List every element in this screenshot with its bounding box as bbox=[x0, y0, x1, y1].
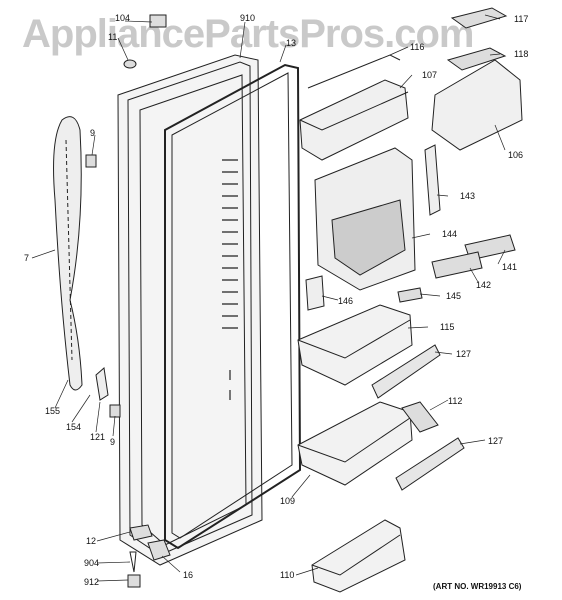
art-number: (ART NO. WR19913 C6) bbox=[433, 582, 522, 591]
callout: 118 bbox=[514, 49, 529, 59]
dispenser-144 bbox=[314, 147, 416, 291]
callout: 121 bbox=[90, 432, 106, 442]
leader-lines bbox=[31, 14, 506, 582]
callout: 11 bbox=[108, 32, 118, 42]
door-gasket bbox=[164, 63, 302, 550]
callout: 143 bbox=[460, 191, 476, 201]
door-handle bbox=[53, 116, 83, 391]
shelf-109 bbox=[297, 401, 413, 486]
part-143 bbox=[424, 144, 441, 216]
callout: 116 bbox=[410, 42, 425, 52]
callout: 112 bbox=[448, 396, 463, 406]
part-145 bbox=[397, 287, 423, 303]
callout: 110 bbox=[280, 570, 295, 580]
callout: 127 bbox=[488, 436, 504, 446]
hardware bbox=[85, 14, 171, 588]
part-112 bbox=[401, 401, 439, 433]
callout: 13 bbox=[286, 38, 297, 48]
callout: 109 bbox=[280, 496, 296, 506]
callout: 904 bbox=[84, 558, 100, 568]
callout: 155 bbox=[45, 406, 61, 416]
callout: 7 bbox=[24, 253, 30, 263]
callout: 145 bbox=[446, 291, 462, 301]
trim-127-upper bbox=[371, 344, 441, 399]
part-146 bbox=[305, 275, 325, 311]
callout: 106 bbox=[508, 150, 524, 160]
callout: 910 bbox=[240, 13, 256, 23]
callout: 144 bbox=[442, 229, 458, 239]
callout: 154 bbox=[66, 422, 82, 432]
callout: 115 bbox=[440, 322, 455, 332]
shelf-115 bbox=[297, 304, 413, 386]
bin-110 bbox=[311, 519, 406, 593]
liner-ribs bbox=[222, 159, 238, 400]
callout: 146 bbox=[338, 296, 354, 306]
cap-117 bbox=[450, 7, 508, 29]
callout: 104 bbox=[115, 13, 131, 23]
callout: 141 bbox=[502, 262, 518, 272]
callout: 16 bbox=[183, 570, 194, 580]
callout: 12 bbox=[86, 536, 97, 546]
trim-127-lower bbox=[395, 437, 465, 491]
callout: 912 bbox=[84, 577, 100, 587]
bin-107 bbox=[299, 54, 409, 161]
cap-118 bbox=[446, 47, 507, 71]
callout: 142 bbox=[476, 280, 492, 290]
callout: 9 bbox=[90, 128, 96, 138]
door-panel bbox=[117, 54, 263, 566]
callout: 9 bbox=[110, 437, 116, 447]
cover-106 bbox=[431, 59, 523, 151]
clips-141-142 bbox=[431, 234, 516, 279]
watermark: AppliancePartsPros.com bbox=[22, 12, 474, 56]
callout: 107 bbox=[422, 70, 438, 80]
callout: 117 bbox=[514, 14, 529, 24]
callout: 127 bbox=[456, 349, 472, 359]
